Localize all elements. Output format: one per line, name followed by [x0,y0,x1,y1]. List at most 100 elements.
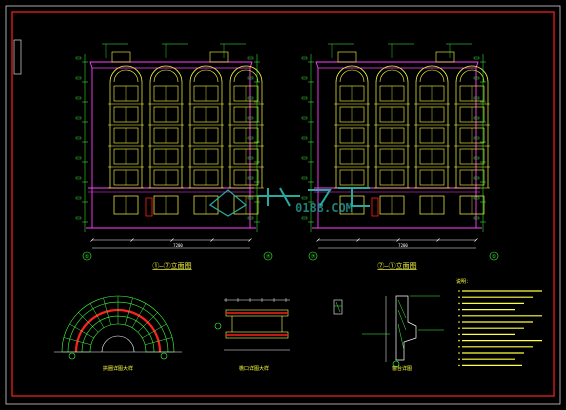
level-tag [301,116,308,120]
window-arch [375,65,409,83]
watermark-strokes [258,187,370,207]
level-tag [75,216,82,220]
arch-detail [54,295,182,360]
note-bullet [458,346,460,348]
level-tag [247,176,254,180]
right-elevation-title: ⑦–①立面图 [377,261,416,270]
sill-detail-title: 窗台详图 [392,365,412,372]
dim-tick [90,238,94,242]
arch-axis-circle [68,352,76,360]
note-bullet [458,290,460,292]
arch-radial [144,337,173,345]
note-bullet [458,327,460,330]
watermark-text: 0188.COM [295,201,353,215]
sill-block-small [333,299,343,315]
level-tag [473,76,480,80]
arch-detail-title: 拱圈详图大样 [103,365,133,372]
watermark-mark [208,189,248,217]
arch-radial [125,297,133,326]
parapet-block [435,51,455,63]
arch-radial [78,312,99,333]
sheet-border-outer [5,5,561,405]
level-tag [301,176,308,180]
level-tag [473,196,480,200]
title-strip [13,39,22,75]
dim-tick [356,238,360,242]
level-tag [301,216,308,220]
dim-tick [396,238,400,242]
level-tag [301,136,308,140]
right-elevation [301,43,499,261]
arch-radial [137,312,158,333]
notes-heading: 说明： [456,278,471,285]
arch-keystone-ring [101,335,135,353]
window-arch [455,65,489,83]
window-arch-inner [113,69,139,83]
sheet-border-inner [11,11,555,397]
level-tag [301,56,308,60]
sill-detail [333,295,444,368]
parapet-block [111,51,131,63]
window-arch-inner [233,69,259,83]
sill-hatch [334,301,342,313]
axis-circle [82,251,92,261]
note-bullet [458,333,460,336]
level-tag [247,136,254,140]
window-arch-inner [459,69,485,83]
dim-tick [170,238,174,242]
note-bullet [458,315,460,317]
note-bullet [458,339,460,342]
level-tag [247,156,254,160]
arch-radial [69,323,94,339]
left-axis-a: ① [85,254,90,260]
level-tag [75,76,82,80]
window-arch-inner [153,69,179,83]
right-total-dim: 7200 [398,243,408,248]
level-tag [75,136,82,140]
level-tag [247,56,254,60]
building-outline [315,61,479,228]
entrance-door [371,197,379,217]
sill-hatch-main [397,299,407,351]
level-tag [247,116,254,120]
entrance-door [145,197,153,217]
arch-ring [89,323,147,353]
watermark [208,187,370,217]
window-arch [415,65,449,83]
cornice-detail [214,298,290,351]
left-axis-b: ⑦ [266,254,271,260]
level-tag [75,156,82,160]
level-tag [75,196,82,200]
level-tag [247,76,254,80]
sill-axis-circle [392,360,400,368]
window-arch-inner [419,69,445,83]
window-arch [109,65,143,83]
arch-radial [89,303,105,328]
axis-circle [263,251,273,261]
dim-tick [210,238,214,242]
level-tag [75,96,82,100]
dim-tick [474,238,478,242]
note-bullet [458,321,460,323]
level-tag [247,216,254,220]
window-arch-inner [193,69,219,83]
level-tag [247,196,254,200]
window-arch [189,65,223,83]
window-arch-inner [379,69,405,83]
level-tag [473,96,480,100]
dim-tick [316,238,320,242]
note-bullet [458,302,460,305]
left-elevation [75,43,273,261]
level-tag [473,116,480,120]
window-arch [335,65,369,83]
note-bullet [458,358,460,361]
level-tag [75,56,82,60]
arch-radial [103,297,111,326]
note-bullet [458,352,460,354]
design-notes [458,290,542,367]
note-bullet [458,308,460,311]
level-tag [473,136,480,140]
building-outline [89,61,253,228]
parapet-block [337,51,357,63]
